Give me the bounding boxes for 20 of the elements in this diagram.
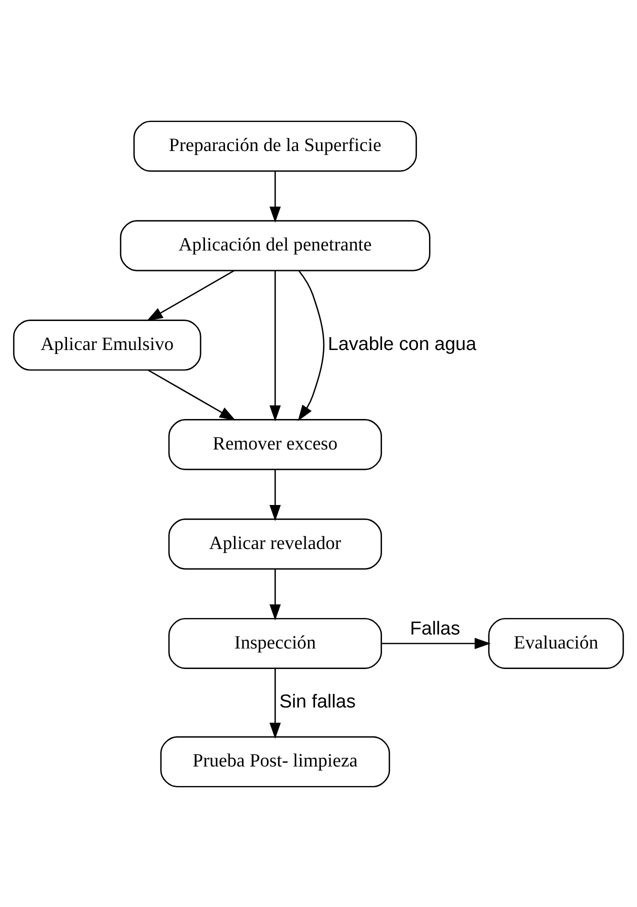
- arrow: [270, 568, 281, 620]
- node-box: Preparación de la Superficie: [133, 120, 417, 172]
- node-box: Prueba Post- limpieza: [160, 736, 390, 787]
- arrow: [270, 171, 281, 222]
- arrow: [270, 469, 281, 521]
- arrow: [298, 270, 324, 421]
- node-box: Aplicación del penetrante: [120, 220, 430, 271]
- arrow: [148, 369, 236, 420]
- arrow: [381, 637, 491, 649]
- edge-label: Fallas: [410, 616, 460, 638]
- node-box: Aplicar revelador: [168, 518, 382, 570]
- node-box: Evaluación: [488, 617, 624, 669]
- arrow: [270, 270, 281, 422]
- arrow: [270, 668, 281, 738]
- node-box: Inspección: [168, 617, 382, 669]
- arrow: [146, 270, 234, 321]
- edge-label: Lavable con agua: [328, 332, 476, 354]
- node-box: Aplicar Emulsivo: [13, 319, 202, 370]
- edge-label: Sin fallas: [279, 690, 356, 712]
- node-box: Remover exceso: [168, 418, 382, 470]
